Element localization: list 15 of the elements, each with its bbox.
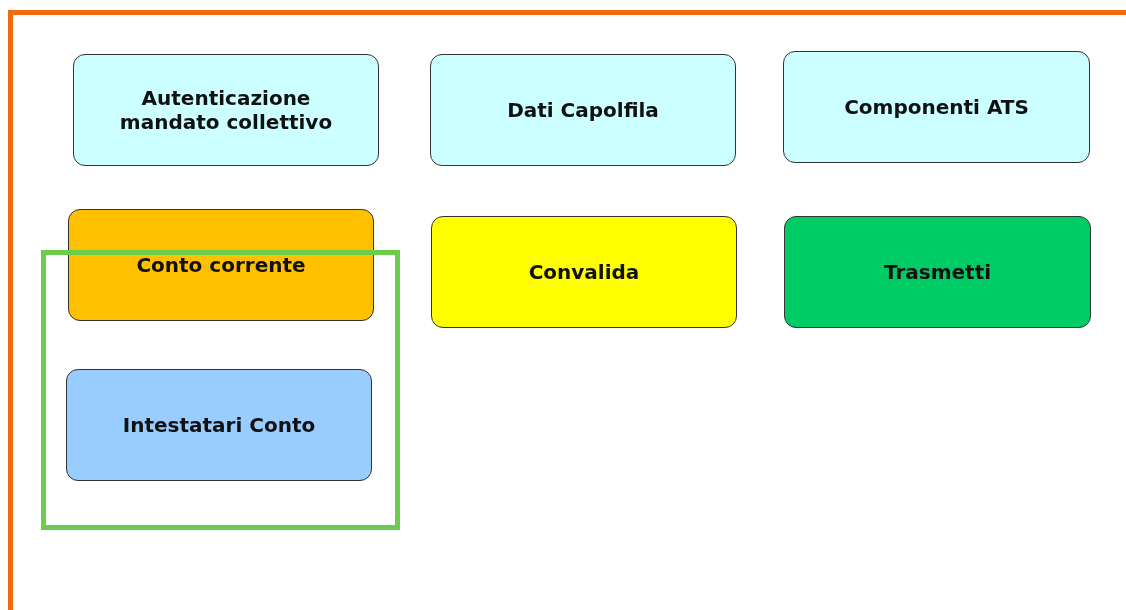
box-label: Dati Capolfila [506,98,660,122]
box-label: Intestatari Conto [121,413,317,437]
process-box [73,54,379,166]
box-label: Autenticazione mandato collettivo [118,86,334,134]
group-outline [41,250,400,530]
box-label: Trasmetti [882,260,993,284]
box-label: Conto corrente [135,253,307,277]
box-label: Componenti ATS [843,95,1030,119]
process-box [66,369,372,481]
process-box [431,216,737,328]
process-box [783,51,1090,163]
process-box [430,54,736,166]
box-label: Convalida [527,260,641,284]
process-box [784,216,1091,328]
process-box [68,209,374,321]
